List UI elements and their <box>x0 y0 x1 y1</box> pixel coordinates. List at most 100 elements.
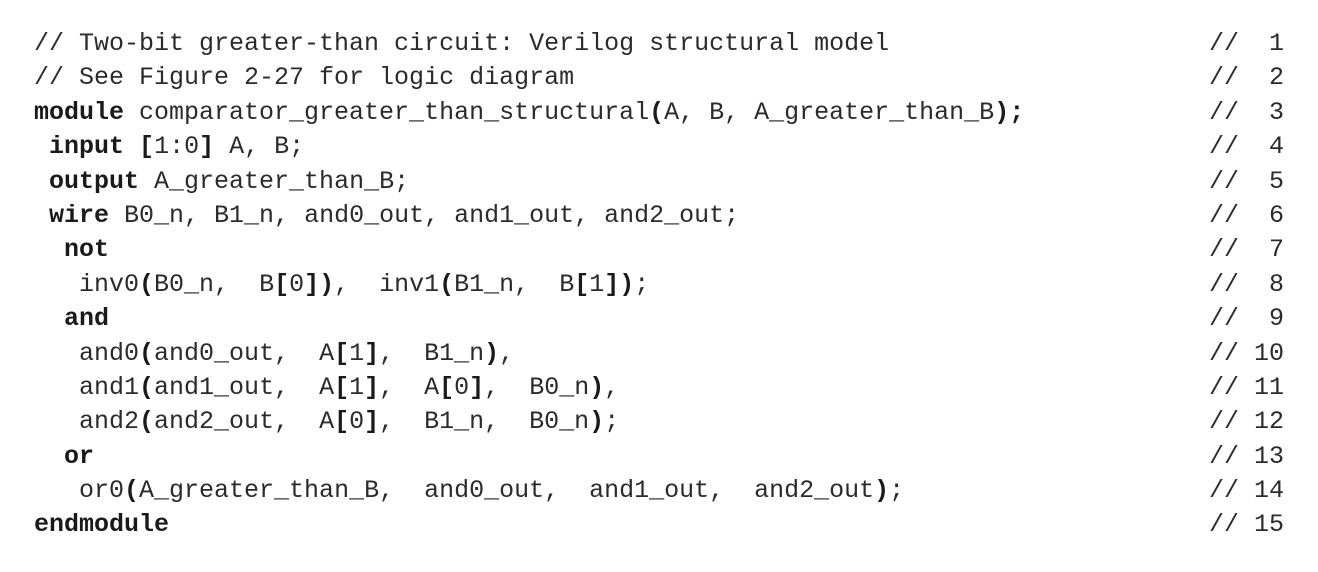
code-token <box>34 235 64 264</box>
keyword-token: [ <box>334 338 350 368</box>
code-token: inv0 <box>34 269 140 299</box>
line-number: // 11 <box>1208 372 1284 402</box>
keyword-token: [ <box>574 269 590 299</box>
code-text: not <box>34 233 109 267</box>
code-line: wire B0_n, B1_n, and0_out, and1_out, and… <box>34 199 1284 233</box>
code-text: endmodule <box>34 508 169 542</box>
keyword-token: [ <box>334 372 350 402</box>
line-number: // 3 <box>1208 97 1284 127</box>
keyword-token: ]) <box>604 269 635 299</box>
keyword-token: ); <box>994 97 1025 127</box>
keyword-token: ( <box>649 97 665 127</box>
keyword-token: [ <box>334 407 350 437</box>
code-text: and1(and1_out, A[1], A[0], B0_n), <box>34 371 619 405</box>
code-token: ; <box>604 407 620 437</box>
line-number: // 10 <box>1208 338 1284 368</box>
code-token: A, B, A_greater_than_B <box>664 97 995 127</box>
code-token: , <box>499 338 515 368</box>
code-token: // See Figure 2-27 for logic diagram <box>34 63 575 93</box>
code-text: module comparator_greater_than_structura… <box>34 96 1024 130</box>
code-token <box>34 442 64 471</box>
line-number: // 4 <box>1208 132 1284 162</box>
code-line: not // 7 <box>34 233 1284 267</box>
keyword-token: ) <box>589 372 605 402</box>
keyword-token: [ <box>139 132 155 162</box>
code-line: and2(and2_out, A[0], B1_n, B0_n); // 12 <box>34 405 1284 439</box>
keyword-token: ( <box>139 269 155 299</box>
code-token: , B1_n <box>379 338 485 368</box>
code-token: A_greater_than_B, and0_out, and1_out, an… <box>139 476 875 506</box>
code-text: output A_greater_than_B; <box>34 165 409 199</box>
code-line: inv0(B0_n, B[0]), inv1(B1_n, B[1]);// 8 <box>34 268 1284 302</box>
keyword-token: ( <box>139 407 155 437</box>
code-text: // Two-bit greater-than circuit: Verilog… <box>34 27 889 61</box>
code-token: ; <box>634 269 650 299</box>
keyword-token: ( <box>139 372 155 402</box>
code-token <box>34 201 49 230</box>
keyword-token: input <box>49 132 125 162</box>
code-token: , inv1 <box>334 269 440 299</box>
code-token: and0_out, A <box>154 338 335 368</box>
code-token: , A <box>379 372 440 402</box>
code-token: and1 <box>34 372 140 402</box>
code-token: 1:0 <box>154 132 200 162</box>
code-text: and2(and2_out, A[0], B1_n, B0_n); <box>34 405 619 439</box>
keyword-token: ( <box>139 338 155 368</box>
code-token: A_greater_than_B; <box>139 166 410 196</box>
keyword-token: not <box>64 235 110 265</box>
code-token: // Two-bit greater-than circuit: Verilog… <box>34 29 890 58</box>
code-token: and2_out, A <box>154 407 335 437</box>
code-text: and0(and0_out, A[1], B1_n), <box>34 337 514 371</box>
code-text: inv0(B0_n, B[0]), inv1(B1_n, B[1]); <box>34 268 649 302</box>
code-line: module comparator_greater_than_structura… <box>34 96 1284 130</box>
line-number: // 13 <box>1208 441 1284 471</box>
code-line: and // 9 <box>34 302 1284 336</box>
code-text: // See Figure 2-27 for logic diagram <box>34 61 574 95</box>
code-line: // See Figure 2-27 for logic diagram // 2 <box>34 61 1284 95</box>
code-token <box>124 132 139 161</box>
line-number: // 7 <box>1208 235 1284 265</box>
code-token: and2 <box>34 407 140 437</box>
keyword-token: ] <box>364 407 380 437</box>
keyword-token: ) <box>484 338 500 368</box>
code-text: input [1:0] A, B; <box>34 130 304 164</box>
code-text: or0(A_greater_than_B, and0_out, and1_out… <box>34 474 904 508</box>
line-number: // 8 <box>1208 269 1284 299</box>
keyword-token: ) <box>874 476 890 506</box>
line-number: // 1 <box>1208 29 1284 58</box>
keyword-token: wire <box>49 200 110 230</box>
line-number: // 9 <box>1208 304 1284 334</box>
code-token: or0 <box>34 476 125 506</box>
code-token: 1 <box>589 269 605 299</box>
code-text: wire B0_n, B1_n, and0_out, and1_out, and… <box>34 199 739 233</box>
keyword-token: ( <box>124 476 140 506</box>
code-token: 0 <box>289 269 305 299</box>
line-number: // 2 <box>1208 63 1284 93</box>
code-token: B1_n, B <box>454 269 575 299</box>
code-line: // Two-bit greater-than circuit: Verilog… <box>34 27 1284 61</box>
code-line: and1(and1_out, A[1], A[0], B0_n),// 11 <box>34 371 1284 405</box>
keyword-token: [ <box>439 372 455 402</box>
code-line: output A_greater_than_B;// 5 <box>34 165 1284 199</box>
code-line: endmodule// 15 <box>34 508 1284 542</box>
code-line: and0(and0_out, A[1], B1_n), // 10 <box>34 337 1284 371</box>
keyword-token: ] <box>364 338 380 368</box>
code-token: , <box>604 372 620 402</box>
keyword-token: module <box>34 97 125 127</box>
code-token: and0 <box>34 338 140 368</box>
keyword-token: ( <box>439 269 455 299</box>
code-token <box>34 167 49 196</box>
keyword-token: ] <box>469 372 485 402</box>
code-token: ; <box>889 476 905 506</box>
code-token: 1 <box>349 338 365 368</box>
keyword-token: ] <box>364 372 380 402</box>
code-text: and <box>34 302 109 336</box>
line-number: // 12 <box>1208 407 1284 437</box>
code-line: or// 13 <box>34 440 1284 474</box>
code-token: , B1_n, B0_n <box>379 407 590 437</box>
code-line: input [1:0] A, B; // 4 <box>34 130 1284 164</box>
keyword-token: output <box>49 166 140 196</box>
code-token: 0 <box>454 372 470 402</box>
code-token: A, B; <box>214 132 305 162</box>
code-token: 1 <box>349 372 365 402</box>
